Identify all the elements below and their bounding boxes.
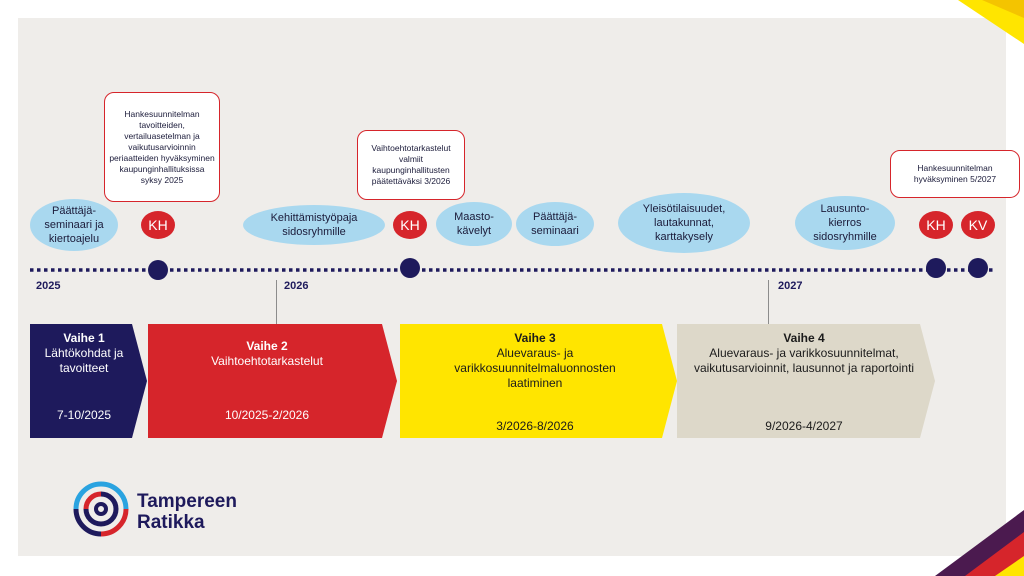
phase-2-period: 10/2025-2/2026: [224, 408, 310, 422]
bubble-paattajaseminaari: Päättäjä-seminaari: [516, 202, 594, 246]
phase-3-title: Vaihe 3: [514, 331, 556, 345]
year-divider-2027: [768, 280, 769, 324]
tampereen-ratikka-logo-icon: [73, 481, 129, 537]
phase-2-desc: Vaihtoehtotarkastelut: [211, 354, 323, 368]
phase-1-desc: Lähtökohdat ja tavoitteet: [44, 346, 124, 375]
phase-3-desc: Aluevaraus- ja varikkosuunnitelmaluonnos…: [454, 346, 616, 390]
callout-hankesuunnitelman-tavoitteet: Hankesuunnitelman tavoitteiden, vertailu…: [104, 92, 220, 202]
badge-kh-2027: KH: [919, 211, 953, 239]
phase-4-title: Vaihe 4: [783, 331, 825, 345]
phase-1: Vaihe 1 Lähtökohdat ja tavoitteet 7-10/2…: [30, 331, 138, 422]
phase-4: Vaihe 4 Aluevaraus- ja varikkosuunnitelm…: [683, 331, 925, 433]
phase-3-period: 3/2026-8/2026: [496, 419, 574, 433]
badge-kh-2025: KH: [141, 211, 175, 239]
badge-kh-2026: KH: [393, 211, 427, 239]
phase-1-period: 7-10/2025: [56, 408, 112, 422]
phase-4-period: 9/2026-4/2027: [765, 419, 843, 433]
phase-arrow-4: [677, 324, 935, 438]
phase-arrow-2: [148, 324, 397, 438]
logo-line-2: Ratikka: [137, 512, 205, 533]
year-label-2026: 2026: [284, 280, 309, 292]
phase-2-title: Vaihe 2: [246, 339, 288, 353]
badge-kv-2027: KV: [961, 211, 995, 239]
milestone-dot-kh-2026: [400, 258, 420, 278]
year-label-2027: 2027: [778, 280, 803, 292]
phase-4-desc: Aluevaraus- ja varikkosuunnitelmat, vaik…: [693, 346, 915, 375]
logo-line-1: Tampereen: [137, 491, 237, 512]
callout-hankesuunnitelman-hyvaksyminen: Hankesuunnitelman hyväksyminen 5/2027: [890, 150, 1020, 198]
milestone-dot-kv-2027: [968, 258, 988, 278]
bubble-maastokavelyt: Maasto-kävelyt: [436, 202, 512, 246]
phase-arrow-3: [400, 324, 677, 438]
logo-wordmark: Tampereen Ratikka: [137, 491, 237, 533]
bubble-kehittamistyopaja: Kehittämistyöpaja sidosryhmille: [243, 205, 385, 245]
year-divider-2026: [276, 280, 277, 324]
bubble-paattajaseminaari-kiertoajelu: Päättäjä-seminaari ja kiertoajelu: [30, 199, 118, 251]
milestone-dot-kh-2025: [148, 260, 168, 280]
phase-arrow-1: [30, 324, 147, 438]
milestone-dot-kh-2027: [926, 258, 946, 278]
phase-3: Vaihe 3 Aluevaraus- ja varikkosuunnitelm…: [404, 331, 666, 433]
year-label-2025: 2025: [36, 280, 61, 292]
phase-2: Vaihe 2 Vaihtoehtotarkastelut 10/2025-2/…: [148, 339, 386, 422]
bubble-lausuntokierros: Lausunto-kierros sidosryhmille: [795, 196, 895, 250]
callout-vaihtoehtotarkastelut-valmiit: Vaihtoehtotarkastelut valmiit kaupunginh…: [357, 130, 465, 200]
bubble-yleisotilaisuudet: Yleisötilaisuudet, lautakunnat, karttaky…: [618, 193, 750, 253]
phase-1-title: Vaihe 1: [63, 331, 105, 345]
